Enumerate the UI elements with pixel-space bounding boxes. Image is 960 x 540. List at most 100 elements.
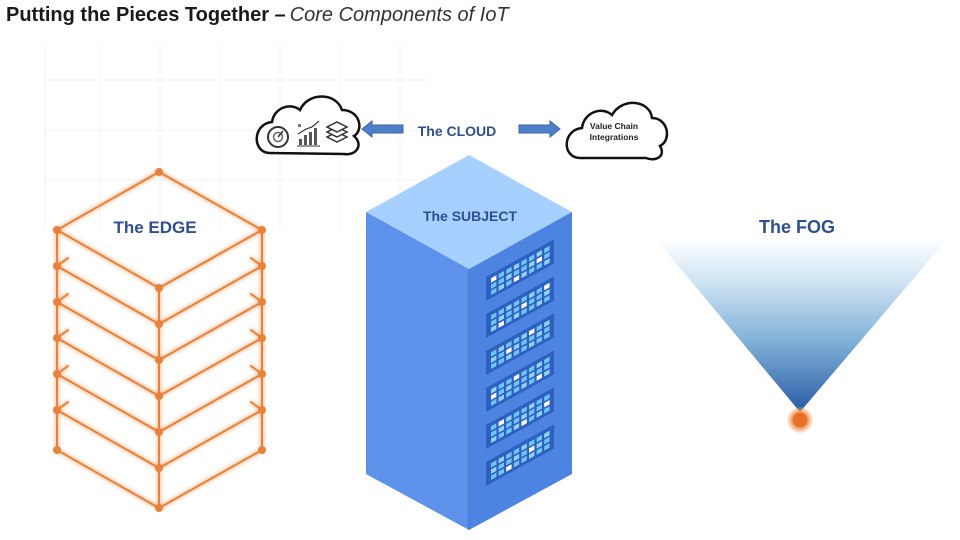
rack-led	[506, 458, 512, 466]
rack-led	[498, 277, 504, 285]
rack-led	[521, 406, 527, 414]
rack-led	[513, 336, 520, 345]
rack-led	[498, 456, 504, 464]
rack-led	[506, 279, 512, 287]
rack-led	[544, 363, 550, 371]
rack-led	[536, 330, 542, 338]
rack-led	[529, 451, 535, 460]
rack-led	[521, 264, 527, 273]
rack-led	[506, 266, 512, 275]
server-left-face	[366, 212, 469, 530]
cloud-label: The CLOUD	[418, 123, 497, 139]
rack-led	[536, 435, 542, 443]
rack-led	[491, 281, 497, 289]
value-chain-line1: Value Chain	[590, 121, 638, 131]
layers-icon	[325, 121, 349, 143]
rack-led	[544, 356, 550, 365]
rack-led	[521, 270, 527, 279]
rack-led	[529, 365, 535, 373]
rack-led	[529, 254, 535, 262]
title-italic: Core Components of IoT	[289, 4, 509, 26]
rack-led	[536, 398, 542, 406]
rack-led	[521, 449, 527, 458]
rack-led	[506, 347, 512, 355]
rack-led	[513, 453, 520, 462]
rack-led	[491, 398, 497, 407]
rack-led	[529, 328, 535, 336]
rack-led	[498, 320, 504, 328]
server-rack	[366, 155, 572, 530]
rack-led	[498, 314, 504, 322]
rack-led	[491, 423, 497, 431]
rack-led	[544, 319, 550, 328]
rack-led	[536, 410, 542, 418]
rack-led	[491, 460, 497, 468]
rack-led	[544, 443, 550, 451]
rack-led	[513, 447, 520, 456]
rack-led	[491, 361, 497, 370]
rack-led	[521, 375, 527, 384]
rack-led	[544, 369, 550, 377]
rack-led	[513, 386, 520, 394]
rack-led	[536, 256, 542, 264]
rack-led	[498, 345, 504, 353]
rack-led	[544, 282, 550, 291]
rack-led	[513, 262, 520, 271]
fog-label: The FOG	[759, 217, 835, 237]
rack-led	[544, 245, 550, 254]
rack-led	[498, 308, 504, 316]
page-title: Putting the Pieces Together –Core Compon…	[6, 4, 509, 27]
rack-led	[536, 404, 542, 412]
rack-led	[544, 393, 550, 402]
rack-led	[513, 312, 520, 320]
rack-led	[506, 310, 512, 318]
rack-led	[544, 406, 550, 414]
rack-led	[513, 349, 520, 357]
rack-led	[491, 318, 497, 326]
rack-led	[513, 379, 520, 388]
fog-funnel	[655, 238, 948, 433]
rack-led	[521, 344, 527, 353]
rack-led	[506, 316, 512, 324]
rack-led	[529, 377, 535, 386]
cloud-icon	[565, 101, 669, 161]
rack-led	[529, 402, 535, 410]
rack-led	[491, 355, 497, 363]
rack-led	[521, 369, 527, 377]
rack-led	[491, 312, 497, 320]
rack-led	[536, 336, 542, 344]
rack-led	[513, 373, 520, 382]
rack-led	[529, 340, 535, 349]
rack-led	[491, 435, 497, 444]
rack-led	[513, 416, 520, 425]
rack-led	[536, 287, 542, 295]
rack-led	[521, 381, 527, 390]
rack-led	[491, 287, 497, 296]
rack-led	[544, 295, 550, 303]
rack-led	[544, 258, 550, 266]
rack-led	[544, 400, 550, 408]
rack-led	[506, 273, 512, 281]
rack-led	[498, 431, 504, 439]
rack-led	[544, 332, 550, 340]
rack-led	[521, 258, 527, 266]
title-bold: Putting the Pieces Together –	[6, 4, 286, 26]
rack-led	[506, 377, 512, 386]
rack-led	[529, 260, 535, 268]
rack-led	[529, 303, 535, 312]
rack-led	[506, 414, 512, 423]
rack-led	[506, 464, 512, 472]
rack-led	[513, 423, 520, 431]
rack-led	[498, 271, 504, 279]
rack-led	[491, 349, 497, 357]
rack-led	[544, 430, 550, 439]
rack-led	[536, 361, 542, 369]
rack-led	[506, 427, 512, 435]
rack-led	[498, 382, 504, 390]
rack-led	[498, 425, 504, 433]
rack-led	[536, 250, 542, 258]
rack-led	[513, 410, 520, 419]
rack-led	[513, 268, 520, 277]
rack-led	[491, 386, 497, 394]
